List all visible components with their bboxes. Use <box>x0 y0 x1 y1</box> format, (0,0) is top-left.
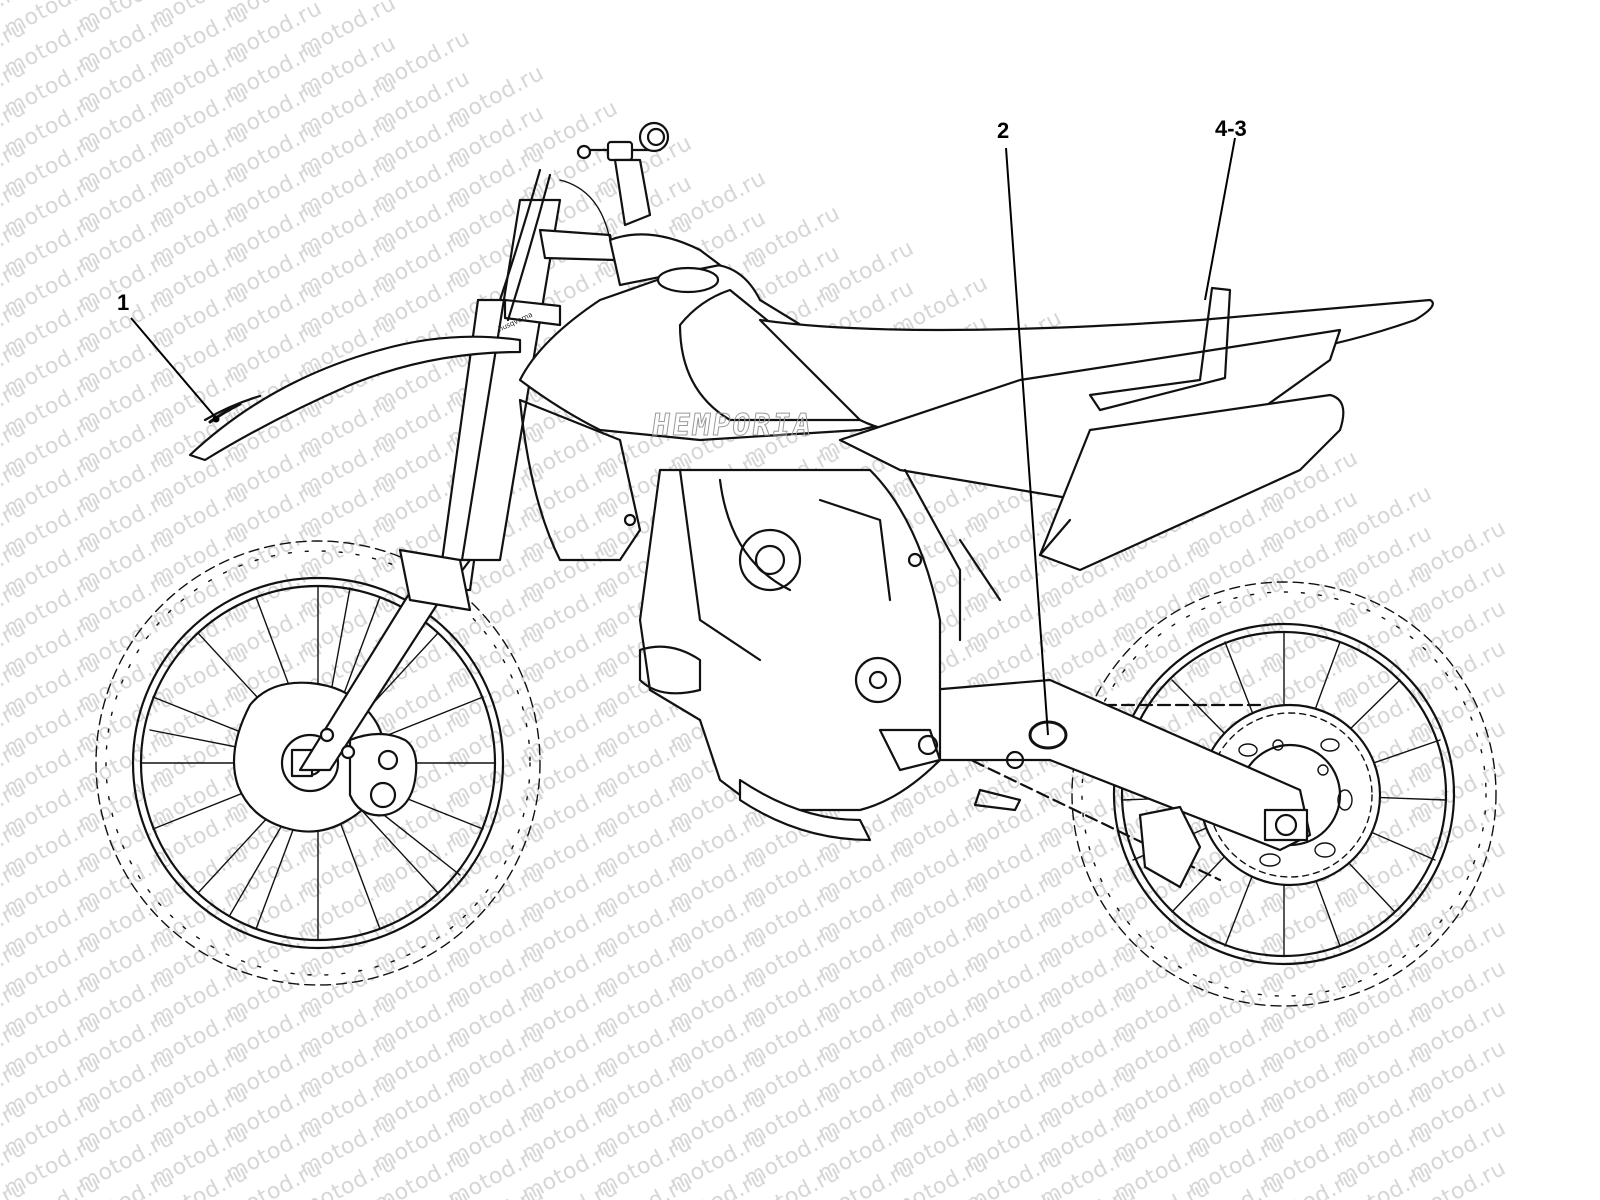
leader-line-1 <box>130 317 217 419</box>
engine-frame <box>623 468 1025 842</box>
leader-line-2 <box>1005 147 1049 736</box>
handlebar <box>498 121 670 322</box>
callout-label-4-3: 4-3 <box>1215 116 1247 141</box>
leader-dot-1 <box>212 415 220 423</box>
callout-label-2: 2 <box>997 118 1010 143</box>
front-fork <box>298 198 617 772</box>
leader-line-4-3 <box>1204 137 1236 301</box>
exhaust-muffler <box>1038 393 1345 572</box>
rear-side-panel <box>838 286 1342 502</box>
callout-label-1: 1 <box>117 290 130 315</box>
front-fender <box>188 335 522 462</box>
